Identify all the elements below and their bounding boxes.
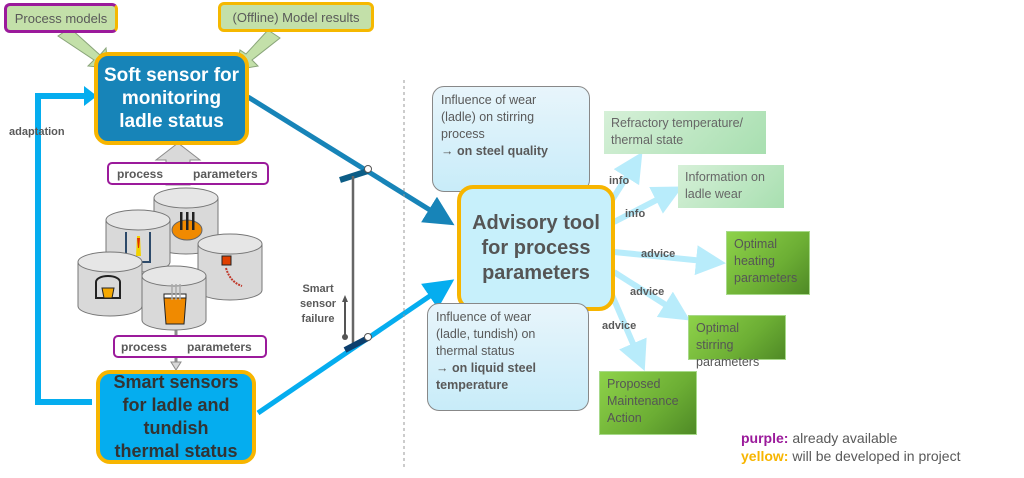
parameters-label-top: parameters [193,167,258,181]
adaptation-loop-line [35,93,92,405]
influence-bottom-line-2: (ladle, tundish) on [436,327,536,341]
offline-model-results-box: (Offline) Model results [218,2,374,32]
failure-line-1: Smart [302,283,334,295]
advisory-tool-box: Advisory tool for process parameters [457,185,615,311]
influence-bottom-line-1: Influence of wear [436,310,532,324]
arrow-label-advice-3: advice [602,320,637,332]
influence-top-line-3: process [441,127,485,141]
legend-purple-key: purple: [741,430,789,446]
process-label-top: process [117,167,164,181]
soft-sensor-line-2: monitoring [121,88,222,109]
vacuum-degasser-unit [77,251,143,317]
influence-bottom-line-3: thermal status [436,344,515,358]
influence-thermal-box: Influence of wear (ladle, tundish) on th… [427,303,589,411]
legend-yellow-key: yellow: [741,448,789,464]
arrow-label-advice-1: advice [641,248,676,260]
offline-model-results-label: (Offline) Model results [232,9,360,25]
failure-line-2: sensor [300,298,337,310]
advisory-line-1: Advisory tool [472,211,600,234]
arrow-label-info-1: info [609,175,630,187]
process-units-illustration [77,187,263,331]
tundish-unit [197,233,263,301]
output-refractory-temperature: Refractory temperature/ thermal state [604,111,766,154]
process-label-bottom: process [121,340,168,354]
advisory-line-3: parameters [482,261,590,284]
smart-sensors-line-4: thermal status [114,441,238,461]
soft-sensor-box: Soft sensor for monitoring ladle status [94,52,249,145]
legend-yellow: yellow: will be developed in project [741,447,960,465]
influence-top-bold: → on steel quality [441,144,548,158]
ladle-unit [141,265,207,331]
output-ladle-wear-info: Information on ladle wear [678,165,784,208]
output-arrows [609,151,726,372]
smart-sensors-box: Smart sensors for ladle and tundish ther… [96,370,256,464]
influence-bottom-bold-1: → on liquid steel [436,361,537,375]
advisory-line-2: for process [481,236,591,259]
failure-line-3: failure [301,313,335,325]
output-optimal-stirring: Optimal stirring parameters [688,315,786,369]
process-parameters-bottom-box: process parameters [113,335,267,358]
process-models-label: Process models [14,10,108,26]
soft-sensor-to-advisory-line [246,94,455,226]
smart-sensor-failure-label: Smart sensor failure [300,282,336,327]
legend: purple: already available yellow: will b… [741,429,960,465]
process-models-box: Process models [4,3,118,33]
influence-stirring-box: Influence of wear (ladle) on stirring pr… [432,86,590,192]
legend-purple-value: already available [792,430,898,446]
legend-yellow-value: will be developed in project [792,448,961,464]
adaptation-arrowhead [84,86,97,106]
process-parameters-top-box: process parameters [107,162,269,185]
sensor-switch [339,165,372,353]
parameters-label-bottom: parameters [187,340,252,354]
output-optimal-heating: Optimal heating parameters [726,231,810,295]
smart-sensors-line-1: Smart sensors [113,372,239,392]
adaptation-label: adaptation [9,126,65,138]
output-maintenance-action: Proposed Maintenance Action [599,371,697,435]
smart-sensors-line-2: for ladle and [122,395,230,415]
soft-sensor-line-1: Soft sensor for [103,65,240,86]
arrow-label-advice-2: advice [630,286,665,298]
legend-purple: purple: already available [741,429,960,447]
influence-bottom-bold-2: temperature [436,378,509,392]
smart-sensors-line-3: tundish [143,418,209,438]
influence-top-line-1: Influence of wear [441,93,537,107]
soft-sensor-line-3: ladle status [119,111,224,132]
arrow-label-info-2: info [625,208,646,220]
influence-top-line-2: (ladle) on stirring [441,110,535,124]
